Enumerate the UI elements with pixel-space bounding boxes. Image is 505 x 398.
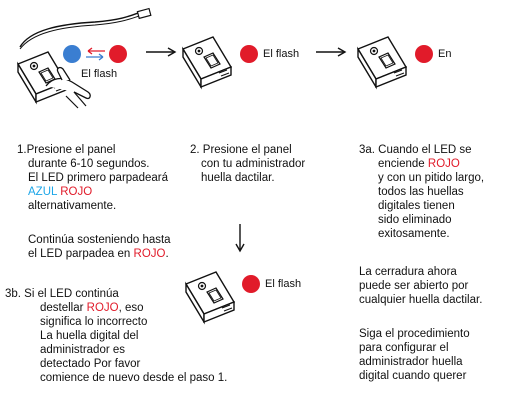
step3b-led-label: El flash [265, 278, 302, 290]
step3b-line2-pre: destellar [40, 302, 84, 314]
step3a-line3: y con un pitido largo, [378, 172, 485, 184]
step3a-p2-line3: cualquier huella dactilar. [359, 294, 483, 306]
step1-line1: 1.Presione el panel [17, 144, 116, 156]
step3a-line4: todos las huellas [378, 186, 464, 198]
step1-red-word: ROJO [60, 186, 93, 198]
arrow-right-icon [146, 47, 177, 57]
step3b-line2-post: , eso [118, 302, 144, 314]
arrow-down-icon [235, 224, 245, 253]
step3a-p2-line1: La cerradura ahora [359, 266, 457, 278]
step3a-p2-line2: puede ser abierto por [359, 280, 469, 292]
step3a-line6: sido eliminado [378, 214, 452, 226]
step2-line1: 2. Presione el panel [190, 144, 292, 156]
step3a-line2-red: ROJO [427, 158, 460, 170]
step1-line2: durante 6-10 segundos. [28, 158, 150, 170]
step3a-p3-line3: administrador huella [359, 356, 463, 368]
step3a-line1: 3a. Cuando el LED se [359, 144, 472, 156]
step1-line7-pre: el LED parpadea en [28, 248, 131, 260]
swap-arrows-icon [86, 47, 105, 61]
step3a-p3-line4: digital cuando querer [359, 370, 467, 382]
step3a-p3-line1: Siga el procedimiento [359, 328, 470, 340]
hand-press-icon [45, 66, 91, 109]
step1-line5: alternativamente. [28, 200, 117, 212]
step3a-line7: exitosamente. [378, 228, 450, 240]
led-red-dot-2 [240, 45, 258, 63]
step1-line7: el LED parpadea en ROJO. [28, 247, 169, 261]
step3b-line2: destellar ROJO, eso [40, 301, 144, 315]
step3a-p3-line2: para configurar el [359, 342, 449, 354]
step1-line4: AZUL ROJO [28, 185, 92, 199]
fingerprint-lock-device-icon [182, 36, 232, 88]
fingerprint-lock-device-icon [357, 36, 407, 88]
step3b-line3: significa lo incorrecto [40, 316, 148, 328]
step3a-line2: enciende ROJO [378, 157, 460, 171]
arrow-right-icon [316, 47, 347, 57]
step3b-line6: detectado Por favor [40, 358, 141, 370]
step2-line2: con tu administrador [201, 158, 306, 170]
step1-blue-word: AZUL [28, 186, 57, 198]
step3b-line7: comience de nuevo desde el paso 1. [40, 372, 228, 384]
step1-line7-post: . [165, 248, 169, 260]
step3b-line1: 3b. Si el LED continúa [5, 288, 119, 300]
led-label-2: El flash [263, 48, 300, 60]
fingerprint-lock-device-icon [185, 271, 235, 323]
step2-line3: huella dactilar. [201, 172, 275, 184]
led-blue-dot [63, 45, 81, 63]
step3a-line2-text: enciende [378, 158, 425, 170]
fingerprint-lock-device-icon [17, 7, 152, 103]
led-label-3: En [438, 48, 452, 60]
step3b-line4: La huella digital del [40, 330, 139, 342]
step1-line3: El LED primero parpadeará [28, 172, 168, 184]
step1-line6: Continúa sosteniendo hasta [28, 234, 171, 246]
step3a-line5: digitales tienen [378, 200, 455, 212]
step3b-line5: administrador es [40, 344, 126, 356]
led-red-dot-4 [242, 275, 260, 293]
led-label-1: El flash [81, 68, 118, 80]
led-red-dot-1 [109, 45, 127, 63]
led-red-dot-3 [415, 45, 433, 63]
step3b-line2-red: ROJO [86, 302, 119, 314]
step1-line7-red: ROJO [133, 248, 166, 260]
